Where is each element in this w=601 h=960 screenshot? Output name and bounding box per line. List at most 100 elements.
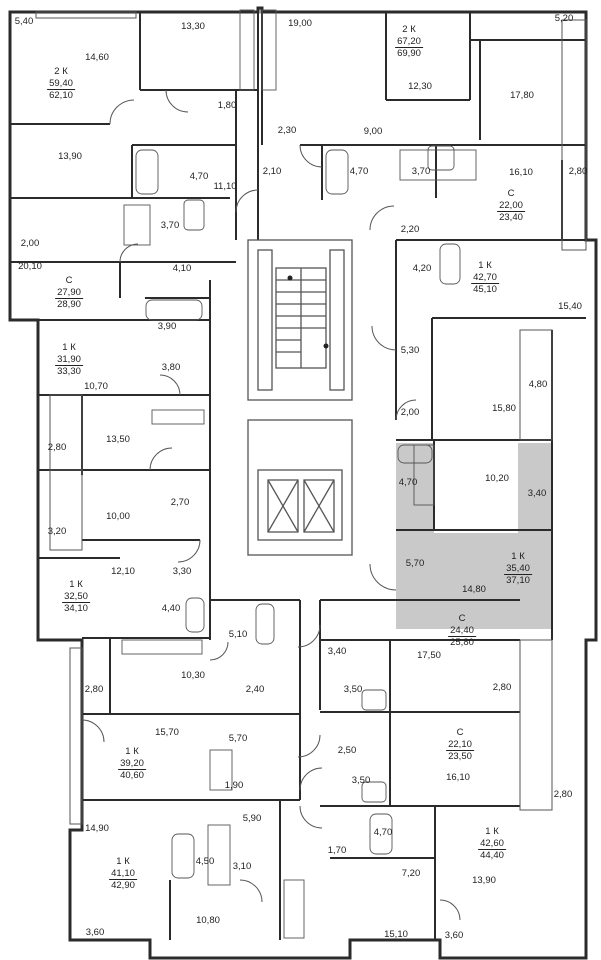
stair-markers (287, 275, 329, 349)
room-area: 10,80 (196, 915, 220, 926)
living-area: 31,90 (55, 353, 83, 366)
core (247, 239, 353, 556)
room-area: 9,00 (363, 126, 383, 137)
apartment-type: 1 К (485, 826, 499, 837)
room-area: 12,30 (408, 81, 432, 92)
room-area: 3,10 (232, 861, 252, 872)
room-area: 3,60 (444, 930, 464, 941)
room-area: 3,70 (411, 166, 431, 177)
room-area: 16,10 (446, 772, 470, 783)
room-area: 16,10 (509, 167, 533, 178)
apartment-type: С (507, 188, 515, 199)
room-area: 3,30 (172, 566, 192, 577)
room-area: 2,00 (400, 407, 420, 418)
total-area: 45,10 (473, 284, 497, 295)
apartment-type: 1 К (69, 579, 83, 590)
room-area: 13,90 (58, 151, 82, 162)
room-area: 20,10 (18, 261, 42, 272)
room-area: 15,70 (155, 727, 179, 738)
balcony-frames (35, 11, 587, 825)
living-area: 42,60 (478, 837, 506, 850)
room-area: 1,90 (224, 780, 244, 791)
total-area: 69,90 (397, 48, 421, 59)
room-area: 3,90 (157, 321, 177, 332)
room-area: 4,70 (349, 166, 369, 177)
room-area: 15,40 (558, 301, 582, 312)
room-area: 2,00 (20, 238, 40, 249)
room-area: 15,80 (492, 403, 516, 414)
total-area: 33,30 (57, 366, 81, 377)
room-area: 14,90 (85, 823, 109, 834)
room-area: 13,30 (181, 21, 205, 32)
apartment-type: С (65, 275, 73, 286)
apartment-type: С (458, 613, 466, 624)
living-area: 41,10 (109, 867, 137, 880)
room-area: 10,30 (181, 670, 205, 681)
room-area: 2,10 (262, 166, 282, 177)
total-area: 42,90 (111, 880, 135, 891)
apartment-type: 2 К (402, 24, 416, 35)
total-area: 40,60 (120, 770, 144, 781)
room-area: 3,80 (161, 362, 181, 373)
room-area: 19,00 (288, 18, 312, 29)
total-area: 37,10 (506, 575, 530, 586)
room-area: 2,80 (84, 684, 104, 695)
total-area: 62,10 (49, 90, 73, 101)
room-area: 14,60 (85, 52, 109, 63)
apartment-type: 1 К (116, 856, 130, 867)
room-area: 4,10 (172, 263, 192, 274)
room-area: 4,20 (412, 263, 432, 274)
fixtures (121, 9, 477, 939)
living-area: 24,40 (448, 624, 476, 637)
total-area: 34,10 (64, 603, 88, 614)
apartment-type: 1 К (511, 551, 525, 562)
room-area: 2,70 (170, 497, 190, 508)
apartment-type: 2 К (54, 66, 68, 77)
room-area: 11,10 (213, 181, 237, 192)
room-area: 14,80 (462, 584, 486, 595)
room-area: 5,10 (228, 629, 248, 640)
room-area: 3,70 (160, 220, 180, 231)
room-area: 10,20 (485, 473, 509, 484)
living-area: 35,40 (504, 562, 532, 575)
room-area: 2,30 (277, 125, 297, 136)
room-area: 1,70 (327, 845, 347, 856)
apartment-type: 1 К (125, 746, 139, 757)
room-area: 4,70 (373, 827, 393, 838)
room-area: 5,20 (554, 13, 574, 24)
room-area: 4,70 (398, 477, 418, 488)
room-area: 13,50 (106, 434, 130, 445)
living-area: 67,20 (395, 35, 423, 48)
room-area: 2,80 (568, 166, 588, 177)
room-area: 2,80 (553, 789, 573, 800)
living-area: 22,00 (497, 199, 525, 212)
total-area: 28,90 (57, 299, 81, 310)
room-area: 3,40 (527, 488, 547, 499)
apartment-type: 1 К (478, 260, 492, 271)
room-area: 2,80 (492, 682, 512, 693)
living-area: 32,50 (62, 590, 90, 603)
room-area: 2,40 (245, 684, 265, 695)
room-area: 3,20 (47, 526, 67, 537)
doors (81, 89, 461, 921)
total-area: 25,80 (450, 637, 474, 648)
room-area: 13,90 (472, 875, 496, 886)
highlight-cutout (434, 443, 518, 533)
room-area: 2,20 (400, 224, 420, 235)
room-area: 15,10 (384, 929, 408, 940)
total-area: 23,50 (448, 751, 472, 762)
room-area: 12,10 (111, 566, 135, 577)
room-area: 3,60 (85, 927, 105, 938)
room-area: 5,30 (400, 345, 420, 356)
